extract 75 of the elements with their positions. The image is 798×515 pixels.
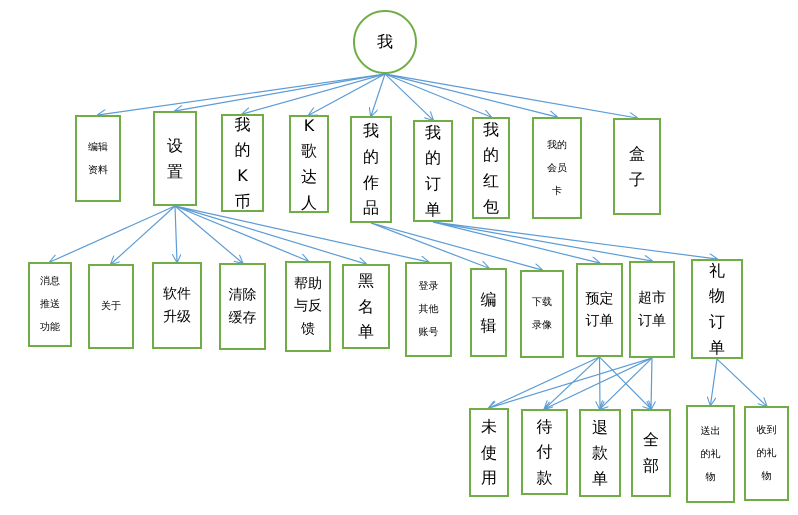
arrow [384, 74, 434, 122]
node-label: 我的K币 [234, 114, 251, 213]
node-label: 未使用 [480, 416, 498, 490]
arrow [543, 357, 652, 410]
menu-box [470, 268, 507, 357]
arrow [370, 222, 490, 270]
menu-box [152, 262, 202, 349]
arrow [308, 73, 386, 116]
node-label: 消息推送功能 [40, 274, 60, 335]
node-label: 我的红包 [482, 118, 500, 218]
arrow [110, 206, 176, 266]
menu-box [221, 114, 264, 212]
menu-box [521, 409, 568, 495]
arrow [368, 74, 386, 118]
arrow [174, 205, 310, 263]
menu-box [342, 264, 390, 349]
arrow [432, 221, 601, 266]
node-label: 清除缓存 [228, 286, 257, 328]
arrow [716, 358, 768, 408]
node-label: 我的订单 [424, 122, 442, 221]
node-label: 礼物订单 [708, 260, 726, 359]
menu-box [576, 263, 623, 357]
node-label: 送出的礼物 [700, 424, 721, 484]
menu-box [472, 117, 510, 219]
menu-box [579, 409, 621, 497]
menu-box [520, 270, 564, 358]
arrow [174, 206, 244, 264]
node-label: 退款单 [592, 416, 608, 490]
node-label: 编辑 [480, 288, 497, 336]
node-label: 预定订单 [585, 290, 614, 331]
arrow [488, 356, 600, 410]
node-label: 全部 [642, 429, 660, 477]
node-label: 我的作品 [362, 120, 380, 220]
node-label: 我 [376, 31, 394, 54]
menu-box [88, 264, 134, 349]
arrow [488, 357, 652, 410]
menu-box [691, 259, 743, 359]
node-label: 软件升级 [162, 285, 192, 326]
menu-box [289, 115, 329, 213]
menu-box [613, 118, 661, 215]
menu-box [153, 111, 197, 206]
node-label: 编辑资料 [88, 140, 108, 178]
menu-box [413, 120, 453, 222]
arrow [594, 357, 605, 410]
menu-box [219, 263, 266, 350]
menu-box [469, 408, 509, 497]
arrow [543, 356, 600, 410]
menu-box [631, 409, 671, 497]
node-label: 登录其他账号 [418, 280, 439, 340]
arrow [706, 358, 718, 406]
menu-box [285, 261, 331, 352]
node-label: 超市订单 [638, 289, 666, 330]
node-label: 待付款 [536, 416, 553, 489]
node-label: K歌达人 [300, 114, 318, 214]
menu-box [686, 405, 735, 503]
menu-box [75, 115, 121, 202]
menu-box [629, 261, 675, 358]
node-label: 帮助与反馈 [294, 274, 322, 339]
menu-box [744, 406, 789, 501]
arrow [646, 358, 656, 410]
menu-box [532, 117, 582, 219]
node-label: 设置 [166, 134, 184, 182]
node-label: 我的会员卡 [546, 138, 568, 198]
node-label: 下载录像 [532, 296, 552, 333]
node-label: 盒子 [628, 142, 646, 190]
arrow [370, 222, 544, 273]
node-label: 关于 [100, 300, 122, 314]
menu-box [405, 262, 452, 357]
menu-box [350, 116, 392, 223]
arrow [48, 205, 176, 264]
arrow [172, 206, 182, 264]
node-label: 收到的礼物 [756, 424, 777, 484]
arrow [384, 73, 492, 119]
node-label: 黑名单 [358, 270, 374, 344]
menu-box [28, 262, 72, 347]
